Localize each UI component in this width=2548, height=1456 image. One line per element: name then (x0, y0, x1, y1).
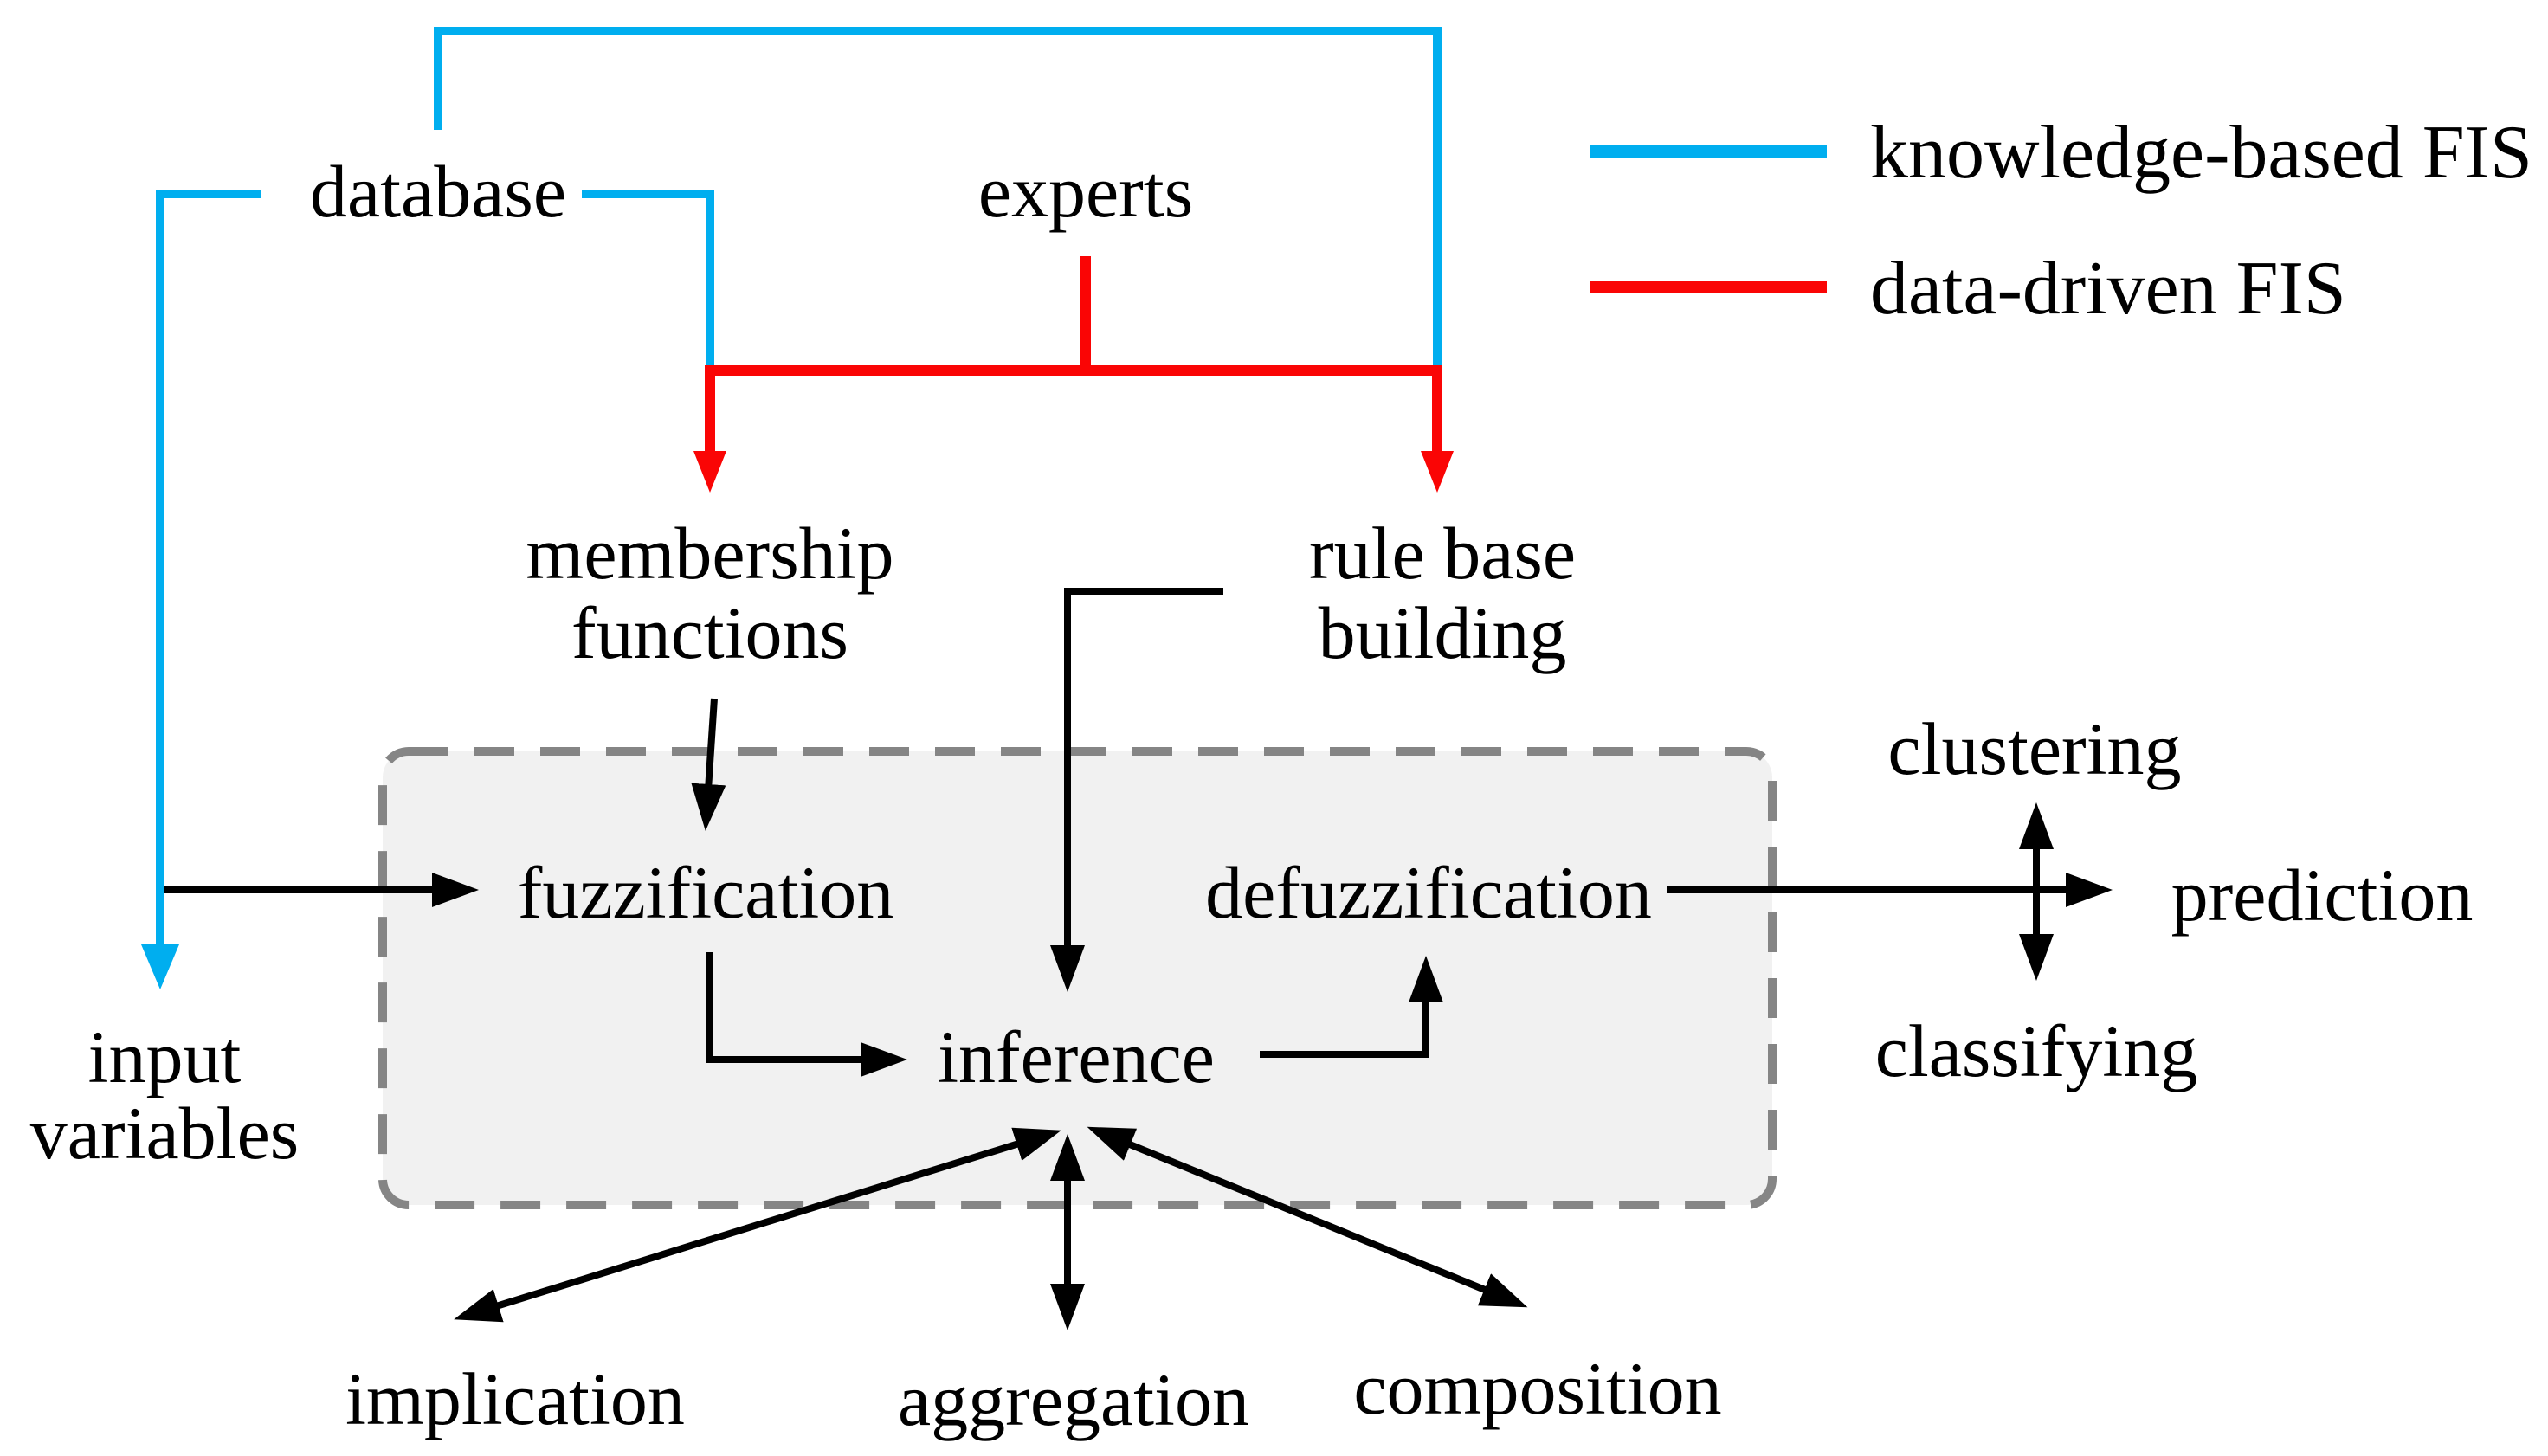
node-clustering: clustering (1887, 707, 2181, 790)
node-rule-base-building-line2: building (1319, 591, 1567, 674)
node-classifying: classifying (1875, 1009, 2198, 1092)
node-membership-functions-line2: functions (571, 591, 848, 674)
node-database: database (310, 150, 566, 233)
arrow-fuzzification-to-inference (706, 952, 907, 1077)
arrow-inference-implication (454, 1127, 1061, 1323)
arrow-inference-composition (1087, 1126, 1528, 1308)
node-labels: database experts membership functions ru… (30, 150, 2474, 1441)
fis-dashed-box (378, 747, 1777, 1209)
edge-database-to-membership (582, 190, 714, 467)
node-experts: experts (978, 150, 1193, 233)
node-input-variables-line1: input (88, 1015, 242, 1098)
legend-label-knowledge-based: knowledge-based FIS (1870, 111, 2532, 195)
arrow-membership-to-fuzzification (691, 698, 726, 831)
node-prediction: prediction (2171, 854, 2474, 937)
node-membership-functions-line1: membership (526, 512, 893, 595)
node-composition: composition (1353, 1347, 1721, 1430)
arrow-inference-to-defuzzification (1260, 956, 1443, 1058)
edge-database-top-to-rulebase (434, 27, 1442, 467)
edge-database-to-input-variables (141, 190, 261, 989)
legend-label-data-driven: data-driven FIS (1870, 247, 2346, 331)
process-arrows (164, 588, 2113, 1330)
arrow-rulebase-to-inference (1050, 588, 1223, 992)
node-implication: implication (345, 1357, 685, 1440)
data-driven-paths (693, 256, 1454, 493)
node-defuzzification: defuzzification (1205, 851, 1652, 934)
node-input-variables-line2: variables (30, 1092, 299, 1175)
node-aggregation: aggregation (898, 1358, 1249, 1441)
node-rule-base-building-line1: rule base (1309, 512, 1576, 595)
node-fuzzification: fuzzification (518, 851, 894, 934)
node-inference: inference (938, 1015, 1215, 1098)
legend: knowledge-based FIS data-driven FIS (1590, 111, 2532, 331)
